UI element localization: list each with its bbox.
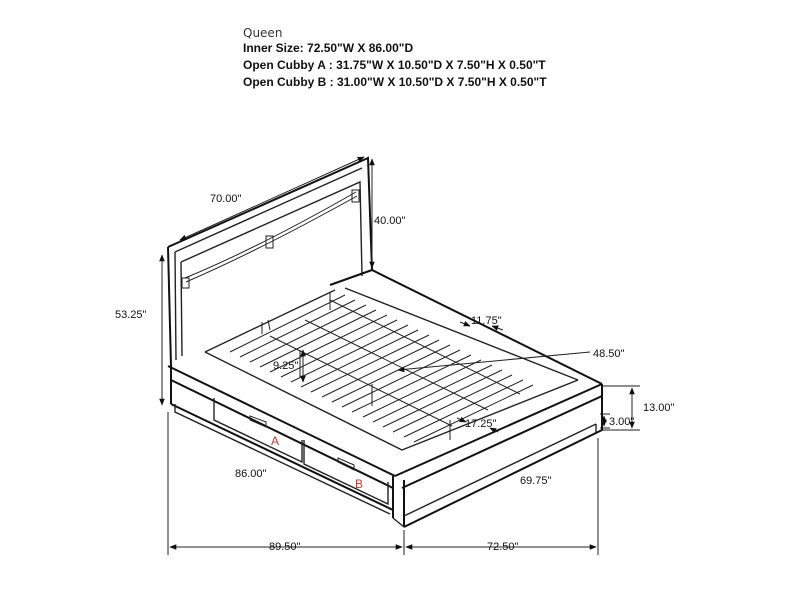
dim-shelf-depth: 11.75": [471, 315, 502, 327]
dim-overall-height: 53.25": [115, 309, 147, 321]
cubby-b-label: B: [355, 477, 363, 491]
dim-inner-length: 48.50": [593, 348, 625, 360]
dim-side-rail-height: 13.00": [643, 402, 675, 414]
dim-headboard-width: 70.00": [210, 193, 242, 205]
cubby-b-spec: Open Cubby B : 31.00"W X 10.50"D X 7.50"…: [243, 75, 547, 89]
dim-foot-length: 69.75": [520, 475, 552, 487]
dim-inner-depth: 86.00": [235, 468, 267, 480]
dim-inner-width: 17.25": [465, 418, 497, 430]
bed-size-label: Queen: [243, 26, 283, 40]
inner-size-spec: Inner Size: 72.50"W X 86.00"D: [243, 41, 414, 55]
headboard: [167, 156, 373, 367]
cubby-b: [303, 440, 389, 506]
bed-frame: [167, 268, 603, 528]
cubby-a: [213, 398, 303, 464]
dim-cubby-height: 9.25": [273, 360, 298, 372]
dim-leg-height: 3.00": [609, 416, 634, 428]
cubby-a-spec: Open Cubby A : 31.75"W X 10.50"D X 7.50"…: [243, 58, 546, 72]
dimension-lines: [159, 156, 640, 555]
dim-overall-width: 72.50": [487, 541, 519, 553]
spec-block: Queen Inner Size: 72.50"W X 86.00"D Open…: [243, 27, 547, 93]
dim-overall-length: 89.50": [269, 541, 301, 553]
dim-headboard-height: 40.00": [374, 215, 406, 227]
slats: [229, 292, 534, 443]
cubby-a-label: A: [271, 434, 279, 448]
strap-clip-1: [181, 277, 190, 289]
